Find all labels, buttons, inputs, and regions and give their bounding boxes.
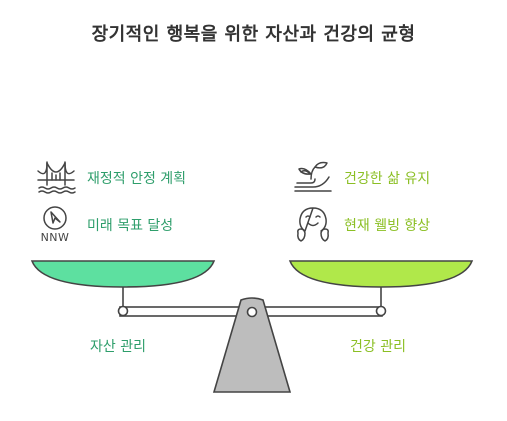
left-pan bbox=[30, 260, 216, 288]
compass-label: NNW bbox=[40, 231, 70, 244]
right-pan bbox=[288, 260, 474, 288]
happy-face-icon bbox=[297, 207, 329, 242]
compass-nnw-icon: NNW bbox=[37, 205, 73, 247]
fulcrum-pivot bbox=[246, 306, 258, 318]
right-caption-health-management: 건강 관리 bbox=[350, 339, 406, 355]
right-item-healthy-life: 건강한 삶 유지 bbox=[344, 171, 431, 187]
left-caption-asset-management: 자산 관리 bbox=[90, 339, 146, 355]
right-pivot bbox=[375, 305, 387, 317]
left-item-future-goals: 미래 목표 달성 bbox=[87, 218, 174, 234]
fulcrum bbox=[212, 297, 292, 393]
left-item-financial-plan: 재정적 안정 계획 bbox=[87, 171, 187, 187]
bridge-icon bbox=[37, 161, 76, 194]
left-pivot bbox=[117, 305, 129, 317]
right-item-wellbeing: 현재 웰빙 향상 bbox=[344, 218, 431, 234]
diagram-title: 장기적인 행복을 위한 자산과 건강의 균형 bbox=[91, 24, 416, 45]
growing-plant-icon bbox=[294, 161, 332, 192]
compass-dial bbox=[43, 206, 67, 230]
